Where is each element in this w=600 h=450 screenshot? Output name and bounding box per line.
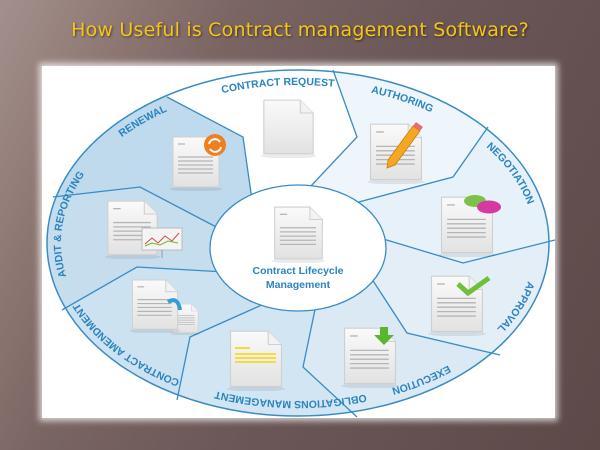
segment-dividers <box>52 69 556 418</box>
document-icon <box>270 206 327 263</box>
slide-title: How Useful is Contract management Softwa… <box>71 19 529 41</box>
document-copy-arrow-icon <box>130 279 200 335</box>
document-chart-icon <box>105 200 183 259</box>
segment-contract-amendment <box>47 267 273 416</box>
document-refresh-icon <box>170 134 226 191</box>
center-title-line1: Contract Lifecycle <box>252 265 343 277</box>
document-checkmark-icon <box>428 275 491 336</box>
document-highlighted-icon <box>227 330 285 391</box>
blank-document-icon <box>260 99 317 158</box>
outer-ring-border <box>46 69 550 417</box>
document-pencil-icon <box>367 122 425 184</box>
document-speech-bubbles-icon <box>438 195 501 257</box>
center-title-line2: Management <box>266 279 331 291</box>
document-download-arrow-icon <box>341 327 399 388</box>
segment-audit-reporting <box>47 187 225 340</box>
